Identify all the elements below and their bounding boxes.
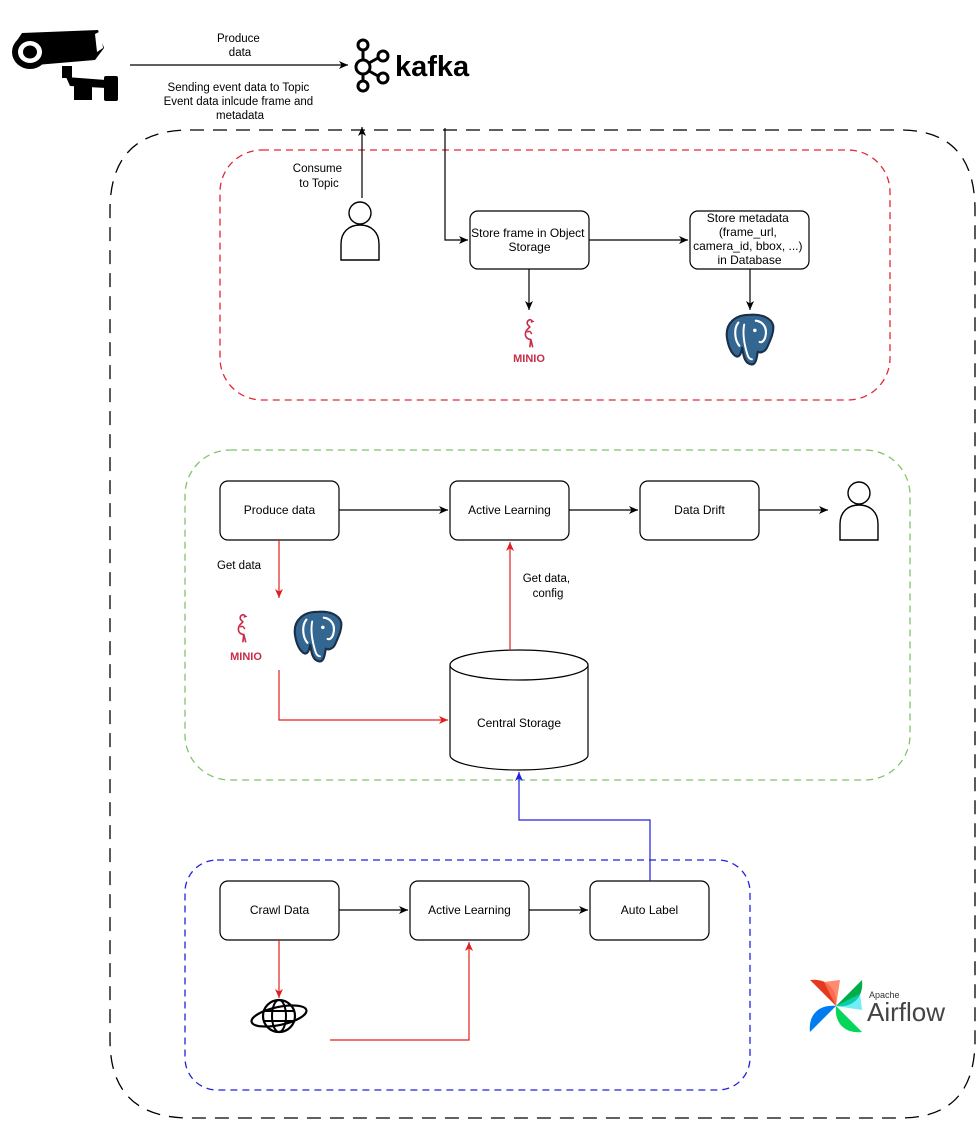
active-learning-label-crawl: Active Learning [428, 903, 511, 917]
kafka-logo-text: kafka [395, 51, 470, 83]
postgres-logo-pipeline [293, 610, 343, 663]
get-data-label: Get data [217, 560, 262, 572]
consume-label: Consume to Topic [293, 163, 345, 190]
store-frame-label: Store frame in Object Storage [471, 226, 588, 254]
store-metadata-label: Store metadata (frame_url, camera_id, bb… [693, 211, 806, 267]
svg-text:MINIO: MINIO [230, 651, 262, 663]
edge-web-to-active-learning [330, 942, 473, 1041]
produce-label: Produce data [217, 33, 263, 59]
airflow-apache-text: Apache [869, 990, 900, 1000]
edge-storage-logos-to-central-storage [278, 670, 448, 724]
data-drift-label: Data Drift [674, 503, 725, 517]
ingest-group-container [219, 149, 891, 401]
edge-auto-label-to-central-storage [515, 772, 651, 881]
airflow-text: Airflow [867, 997, 945, 1027]
security-camera-icon [12, 30, 118, 101]
active-learning-label-pipeline: Active Learning [468, 503, 551, 517]
kafka-logo: kafka [354, 38, 470, 93]
minio-logo-ingest: MINIO [513, 318, 545, 365]
central-storage-node [449, 649, 589, 771]
airflow-group-container [109, 129, 976, 1119]
get-data-config-label: Get data, config [523, 573, 574, 600]
svg-text:MINIO: MINIO [513, 353, 545, 365]
globe-icon [250, 998, 308, 1034]
consumer-person-icon [340, 201, 380, 261]
airflow-logo: Apache Airflow [809, 979, 945, 1033]
produce-data-label: Produce data [244, 503, 316, 517]
central-storage-label: Central Storage [477, 716, 561, 730]
edge-kafka-to-store-frame [444, 128, 468, 244]
auto-label-label: Auto Label [621, 903, 678, 917]
sending-event-label: Sending event data to Topic Event data i… [164, 82, 317, 122]
postgres-logo-ingest [725, 313, 775, 366]
pipeline-group-container [184, 449, 911, 781]
pipeline-user-person-icon [839, 481, 879, 541]
crawl-data-label: Crawl Data [250, 903, 310, 917]
minio-logo-pipeline: MINIO [230, 613, 262, 663]
